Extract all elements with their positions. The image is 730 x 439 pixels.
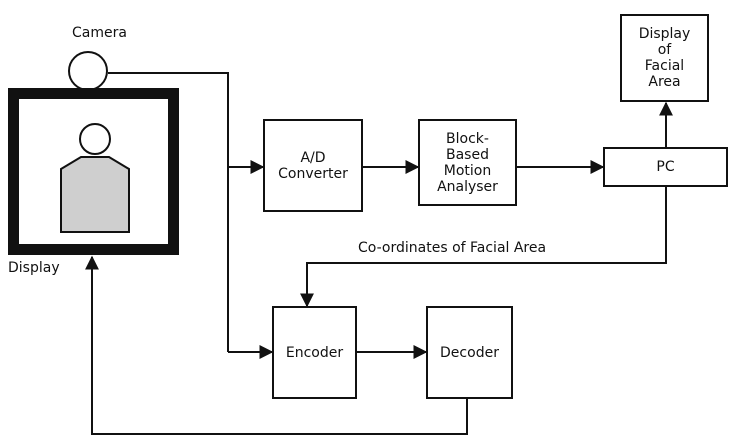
facial-display-line-2: of xyxy=(639,42,691,58)
coordinates-label: Co-ordinates of Facial Area xyxy=(358,240,546,257)
encoder-block: Encoder xyxy=(272,306,357,399)
camera-icon xyxy=(68,51,108,91)
motion-analyser-line-2: Based xyxy=(437,147,498,163)
motion-analyser-line-3: Motion xyxy=(437,163,498,179)
motion-analyser-line-1: Block- xyxy=(437,131,498,147)
decoder-label: Decoder xyxy=(440,345,499,361)
pc-label: PC xyxy=(656,159,674,175)
encoder-label: Encoder xyxy=(286,345,343,361)
motion-analyser-block: Block- Based Motion Analyser xyxy=(418,119,517,206)
pc-block: PC xyxy=(603,147,728,187)
camera-label: Camera xyxy=(72,25,127,42)
facial-display-block: Display of Facial Area xyxy=(620,14,709,102)
motion-analyser-line-4: Analyser xyxy=(437,179,498,195)
ad-converter-line-2: Converter xyxy=(278,166,348,182)
person-silhouette-icon xyxy=(19,99,168,244)
decoder-block: Decoder xyxy=(426,306,513,399)
monitor-display xyxy=(8,88,179,255)
facial-display-line-3: Facial xyxy=(639,58,691,74)
facial-display-line-1: Display xyxy=(639,26,691,42)
facial-display-line-4: Area xyxy=(639,74,691,90)
ad-converter-line-1: A/D xyxy=(278,150,348,166)
display-label: Display xyxy=(8,260,60,277)
ad-converter-block: A/D Converter xyxy=(263,119,363,212)
